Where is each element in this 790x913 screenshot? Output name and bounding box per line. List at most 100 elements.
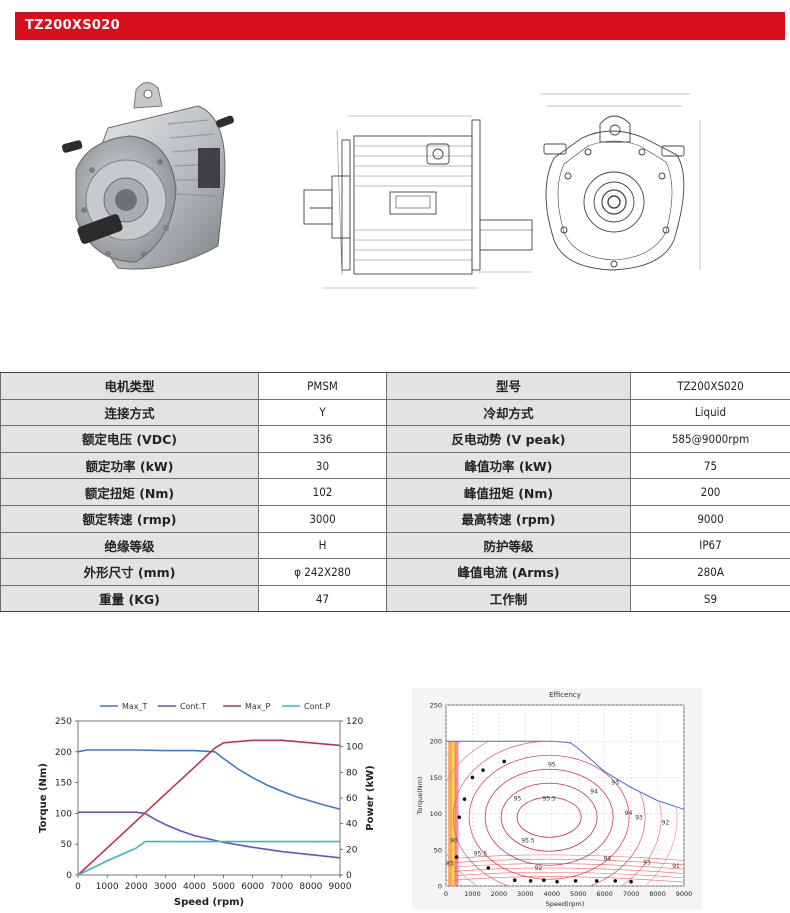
chart-title: Efficency [549, 691, 581, 699]
low-torque-contour [453, 867, 685, 874]
series-line-contt [78, 811, 341, 859]
model-title: TZ200XS020 [25, 18, 120, 33]
x-tick-label: 2000 [125, 882, 148, 892]
contour-marker [629, 879, 633, 884]
y-tick-label: 150 [430, 774, 442, 782]
legend-label: Max_P [245, 702, 271, 711]
x-tick-label: 8000 [649, 890, 666, 898]
y-tick-label: 150 [55, 779, 72, 789]
spec-value: IP67 [630, 531, 790, 560]
spec-label: 冷却方式 [386, 398, 631, 427]
model-title-bar: TZ200XS020 [15, 12, 785, 40]
y-tick-label: 100 [430, 810, 442, 818]
contour-label: 93 [611, 780, 619, 787]
x-axis-label: Speed(rpm) [546, 900, 585, 908]
contour-label: 93 [635, 814, 643, 821]
spec-value: 3000 [258, 504, 387, 533]
contour-label: 95.5 [474, 851, 488, 858]
y-tick-label: 0 [438, 883, 442, 891]
contour-marker [555, 879, 559, 884]
spec-label: 外形尺寸 (mm) [0, 558, 259, 586]
spec-value: 75 [630, 451, 790, 480]
spec-value: 280A [630, 558, 790, 586]
y-tick-label: 50 [61, 840, 73, 850]
y-tick-label: 100 [55, 809, 72, 819]
x-tick-label: 9000 [329, 882, 352, 892]
x-tick-label: 0 [75, 882, 81, 892]
spec-value: 9000 [630, 504, 790, 533]
spec-label: 工作制 [386, 584, 631, 613]
y-axis-label: Torque (Nm) [38, 763, 49, 833]
spec-value: 102 [258, 478, 387, 506]
contour-label: 92 [535, 865, 543, 872]
x-axis-label: Speed (rpm) [174, 897, 244, 908]
efficiency-low-speed-band [454, 741, 459, 886]
contour-label: 93 [643, 859, 651, 866]
x-tick-label: 7000 [270, 882, 293, 892]
contour-marker [512, 878, 517, 883]
y-tick-label: 200 [430, 738, 442, 746]
x-tick-label: 3000 [517, 890, 534, 898]
x-tick-label: 5000 [212, 882, 235, 892]
contour-label: 85 [446, 861, 454, 868]
x-tick-label: 2000 [491, 890, 508, 898]
spec-label: 峰值扭矩 (Nm) [386, 478, 631, 506]
spec-value: H [258, 531, 387, 560]
contour-label: 91 [672, 863, 680, 870]
low-torque-contour [453, 863, 685, 870]
spec-label: 绝缘等级 [0, 531, 259, 560]
y-tick-label: 0 [66, 871, 72, 881]
x-tick-label: 1000 [96, 882, 119, 892]
spec-label: 反电动势 (V peak) [386, 425, 631, 453]
y-tick-label: 200 [55, 748, 72, 758]
spec-value: 585@9000rpm [630, 425, 790, 453]
series-line-max-t [77, 749, 341, 810]
x-tick-label: 4000 [183, 882, 206, 892]
contour-marker [454, 855, 459, 859]
x-tick-label: 0 [444, 890, 448, 898]
x-tick-label: 3000 [154, 882, 177, 892]
motor-technical-drawing [303, 93, 701, 289]
spec-label: 电机类型 [0, 372, 259, 400]
spec-value: φ 242X280 [258, 558, 387, 586]
x-tick-label: 5000 [570, 890, 587, 898]
low-torque-contour [453, 858, 685, 866]
contour-marker [486, 866, 491, 870]
contour-marker [470, 775, 475, 780]
spec-label: 额定功率 (kW) [0, 451, 259, 480]
spec-label: 防护等级 [386, 531, 631, 560]
contour-label: 94 [603, 856, 611, 863]
spec-label: 峰值电流 (Arms) [386, 558, 631, 586]
spec-value: Liquid [630, 398, 790, 427]
spec-label: 最高转速 (rpm) [386, 504, 631, 533]
contour-label: 94 [590, 788, 598, 795]
x-tick-label: 4000 [544, 890, 561, 898]
y-tick-label: 250 [430, 702, 442, 710]
contour-marker [528, 879, 533, 883]
y2-tick-label: 120 [346, 717, 363, 727]
y2-tick-label: 80 [346, 768, 358, 778]
contour-marker [542, 878, 546, 883]
efficiency-contour [452, 741, 646, 887]
contour-label: 95.5 [521, 838, 535, 845]
low-torque-contour [453, 876, 685, 883]
contour-label: 92 [662, 819, 670, 826]
x-tick-label: 1000 [464, 890, 481, 898]
efficiency-low-speed-band [452, 741, 457, 886]
efficiency-contour [446, 741, 662, 887]
spec-label: 额定电压 (VDC) [0, 425, 259, 453]
contour-marker [573, 879, 578, 883]
legend-label: Max_T [122, 702, 148, 711]
contour-marker [594, 879, 599, 883]
side-view [303, 115, 533, 289]
efficiency-low-speed-band [448, 741, 453, 886]
